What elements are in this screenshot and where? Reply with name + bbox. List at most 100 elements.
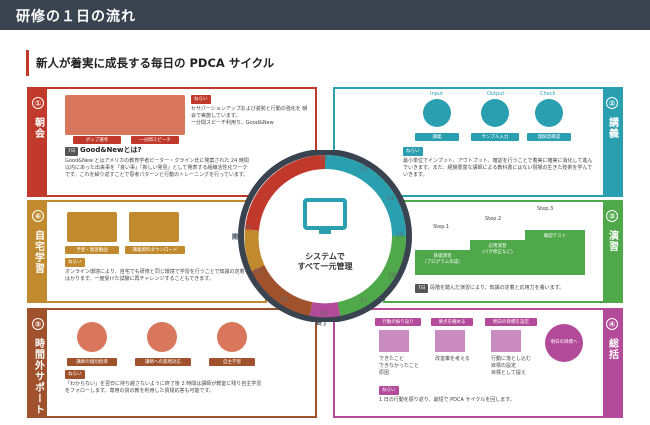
segment-exercise	[337, 235, 407, 316]
panel-tab: ⑥ 自宅学習	[29, 202, 47, 301]
panel-aim: 7日 段階を踏んだ演習により、知識の定着と応用力を養います。	[415, 284, 605, 295]
aim-badge: ねらい	[191, 95, 211, 104]
clock-number: 12	[320, 155, 328, 162]
step-box-test: 確認テスト	[525, 230, 585, 275]
panel-aim: ねらい 「わからない」を翌日に持ち越さないように終了後 2 時間は講師が教室に残…	[65, 370, 265, 395]
clock-number: 16	[388, 272, 396, 279]
goal-text: 明日の目標へ	[550, 340, 578, 345]
panel-tab: ④ 総括	[603, 310, 621, 416]
panel-tab: ⑤ 時間外サポート	[29, 310, 47, 416]
end-label: 終了	[316, 320, 329, 327]
aim-text: 最小単位でインプット、アウトプット、確認を行うことで着実に確実に消化して進んでい…	[403, 158, 593, 178]
individual-guidance-icon	[77, 322, 107, 352]
start-label: 開始	[232, 234, 245, 241]
panel-number: ④	[606, 318, 618, 330]
good-new-box: 7日 Good&Newとは? Good&New とはアメリカの教育学者ピーター・…	[65, 147, 250, 179]
check-icon	[535, 99, 563, 127]
panel-extra-support: ⑤ 時間外サポート 講師の個別指導 講師への質問対応 自主学習 ねらい 「わから…	[27, 308, 317, 418]
panel-tab: ③ 演習	[603, 202, 621, 301]
ill-label: 予習・復習動画	[65, 246, 119, 254]
step-label: 要点を確める	[431, 318, 473, 326]
panel-label: 演習	[606, 230, 618, 252]
section-subtitle: 新人が着実に成長する毎日の PDCA サイクル	[36, 56, 275, 70]
panel-number: ①	[32, 97, 44, 109]
panel-tab: ② 講義	[603, 89, 621, 195]
ill-label: 講師の個別指導	[67, 358, 117, 366]
key-point-detail: 改善策を考える	[435, 356, 470, 362]
aim-badge: ねらい	[379, 386, 399, 395]
reflection-detail: できたこと できなかったこと 原因	[379, 356, 420, 376]
ill-label: 一分間スピーチ	[131, 136, 179, 144]
morning-illustration	[65, 95, 185, 135]
step-label: Step.1	[433, 224, 450, 230]
clock-ring	[238, 150, 412, 322]
step-box-sample: サンプル入力	[471, 133, 519, 141]
input-icon	[423, 99, 451, 127]
clock-number: 9	[246, 224, 250, 231]
clock-number: 13	[360, 166, 368, 173]
input-label: Input	[430, 91, 443, 97]
panel-morning-meeting: ① 朝会 ポップ選考 一分間スピーチ ねらい セサパーションアップおよび姿勢と行…	[27, 87, 317, 197]
panel-number: ②	[606, 97, 618, 109]
step-label: 明日の目標を設定	[485, 318, 537, 326]
ill-label: 講義資料ダウンロード	[125, 246, 185, 254]
step-label: 行動の振り返り	[375, 318, 421, 326]
document-icon	[129, 212, 179, 242]
output-icon	[481, 99, 509, 127]
panel-label: 講義	[606, 117, 618, 139]
step-box-lecture: 講義	[415, 133, 459, 141]
aim-badge: ねらい	[65, 258, 85, 267]
aim-text: セサパーションアップおよび姿勢と行動の強化を 朝会で実施しています。	[191, 106, 308, 119]
panel-label: 朝会	[32, 117, 44, 139]
panel-aim: ねらい 1 日の行動を振り返り、最短で PDCA サイクルを回します。	[379, 386, 579, 404]
goal-detail: 行動に落とし込む 目標の設定 目標として提え	[491, 356, 532, 376]
segment-lecture	[324, 155, 406, 237]
video-icon	[67, 212, 117, 242]
self-study-icon	[217, 322, 247, 352]
aim-text: 段階を踏んだ演習により、知識の定着と応用力を養います。	[429, 285, 565, 291]
step-label: Step.3	[537, 206, 554, 212]
aim-text: オンライン環境により、自宅でも研修と同じ環境で学習を行うことで知識の定着をはかり…	[65, 269, 250, 282]
page-header: 研修の１日の流れ	[0, 0, 650, 30]
step-label: Step.2	[485, 216, 502, 222]
check-label: Check	[540, 91, 556, 97]
segment-summary	[309, 302, 341, 318]
panel-aim: ねらい 最小単位でインプット、アウトプット、確認を行うことで着実に確実に消化して…	[403, 147, 593, 179]
step-box-basic: 基礎演習 (プログラム作成)	[415, 250, 470, 275]
ill-label: ポップ選考	[73, 136, 121, 144]
key-point-icon	[435, 330, 465, 352]
panel-exercise: ③ 演習 Step.1 Step.2 Step.3 基礎演習 (プログラム作成)…	[383, 200, 623, 303]
panel-number: ⑥	[32, 210, 44, 222]
panel-label: 時間外サポート	[32, 338, 44, 415]
subtitle-accent	[26, 50, 29, 76]
sub-badge: 7日	[65, 147, 79, 156]
step-box-check: 理解度確認	[527, 133, 571, 141]
sub-text: Good&New とはアメリカの教育学者ピーター・クライン氏に発案された 24 …	[65, 158, 249, 178]
tomorrow-goal-circle: 明日の目標へ	[545, 324, 583, 362]
page-title: 研修の１日の流れ	[16, 9, 136, 25]
aim-text: 「わからない」を翌日に持ち越さないように終了後 2 時間は講師が教室に残り自主学…	[65, 381, 262, 394]
center-caption: システムで すべて一元管理	[297, 252, 353, 271]
aim-badge: ねらい	[65, 370, 85, 379]
ill-label: 自主学習	[209, 358, 255, 366]
panel-label: 総括	[606, 338, 618, 360]
panel-label: 自宅学習	[32, 230, 44, 274]
segment-morning	[245, 155, 326, 231]
clock-number: 19	[280, 296, 288, 303]
panel-summary: ④ 総括 行動の振り返り 要点を確める 明日の目標を設定 明日の目標へ できたこ…	[333, 308, 623, 418]
panel-aim: ねらい セサパーションアップおよび姿勢と行動の強化を 朝会で実施しています。 一…	[191, 95, 309, 127]
clock-number: 20	[254, 268, 262, 275]
segment-support	[251, 264, 313, 316]
aim-text-2: 一分間スピーチ利用り、Good&New	[191, 120, 274, 126]
aim-text: 1 日の行動を振り返り、最短で PDCA サイクルを回します。	[379, 397, 515, 403]
step-box-applied: 応用演習 (バグ修正など)	[470, 240, 525, 275]
aim-badge: ねらい	[403, 147, 423, 156]
panel-tab: ① 朝会	[29, 89, 47, 195]
clock-number: 17	[360, 298, 368, 305]
ill-label: 講師への質問対応	[135, 358, 191, 366]
sub-title: Good&Newとは?	[79, 146, 142, 154]
question-support-icon	[147, 322, 177, 352]
output-label: Output	[487, 91, 505, 97]
panel-number: ⑤	[32, 318, 44, 330]
reflection-icon	[379, 330, 409, 352]
